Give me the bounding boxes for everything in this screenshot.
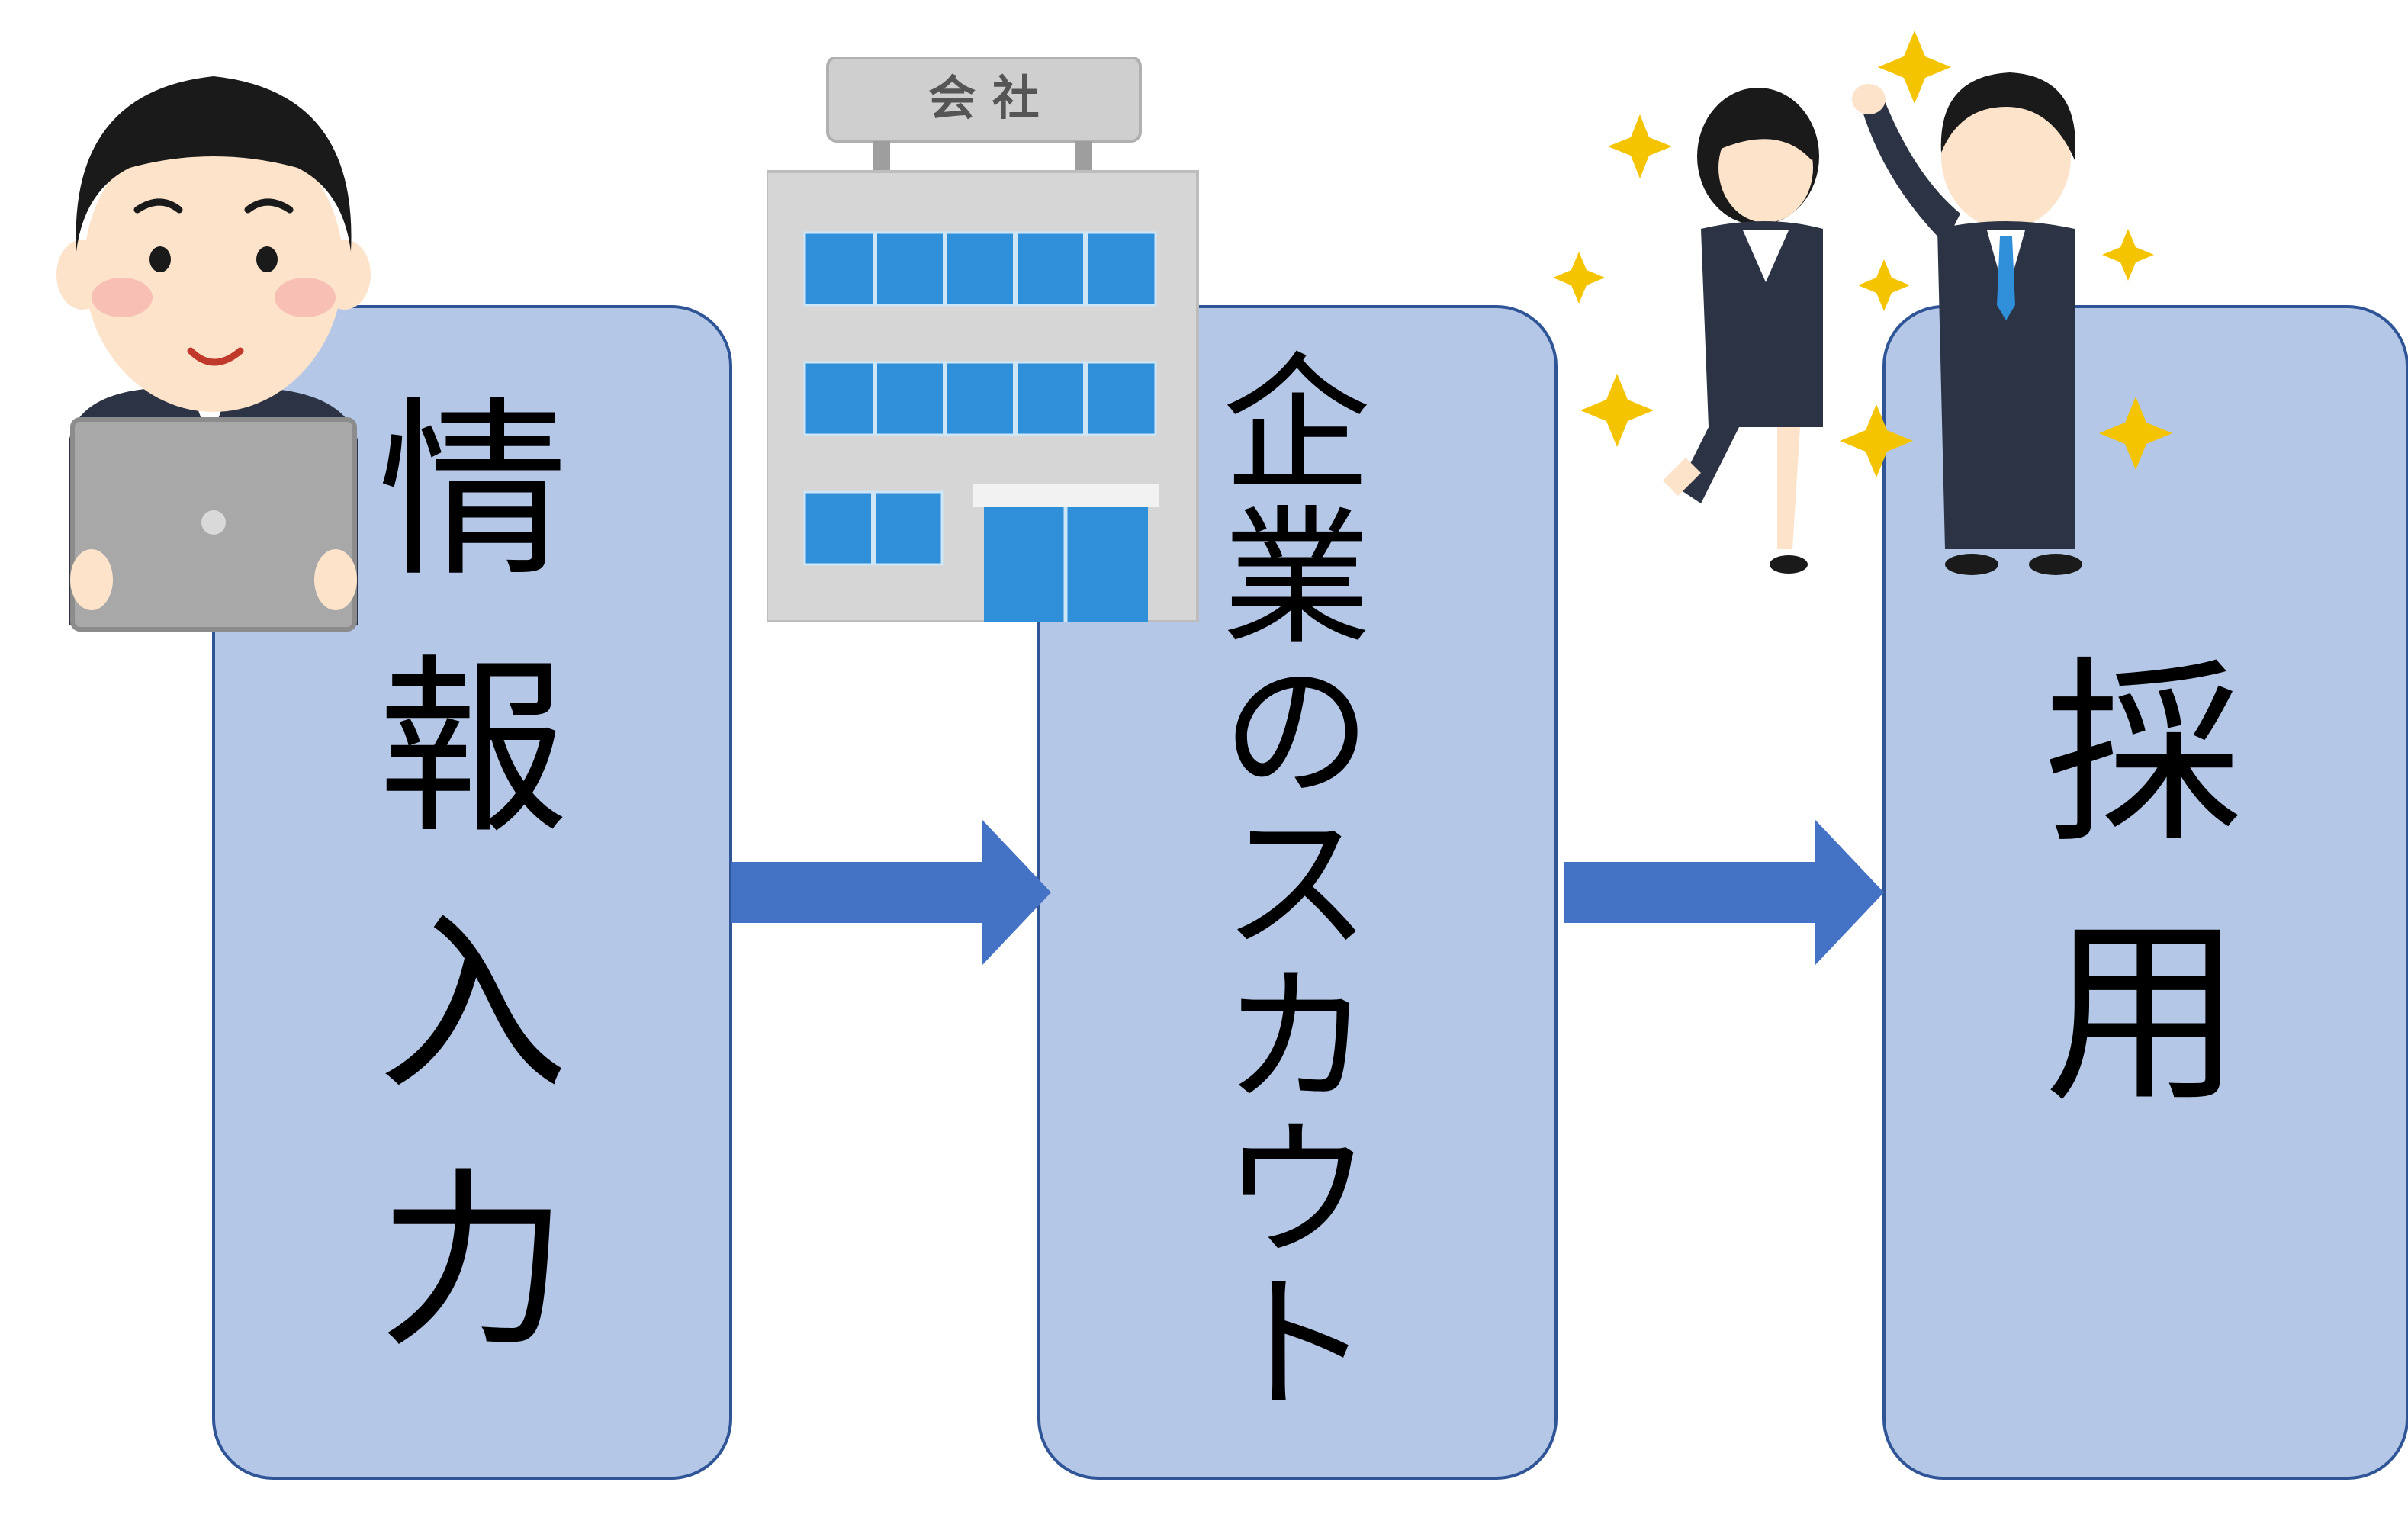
step-label-hiring: 採 用 [2029,656,2258,1114]
label-char: ス [1222,798,1371,972]
label-char: 報 [378,637,568,860]
label-char: 用 [2044,899,2242,1130]
man-with-laptop-illustration [56,76,371,632]
label-char: の [1222,645,1371,818]
label-char: 採 [2044,640,2242,870]
arrow-right-icon [1564,820,1884,965]
building-sign-text: 会 社 [928,70,1040,126]
label-char: ウ [1222,1104,1371,1278]
label-char: 企 [1222,339,1371,512]
step-label-info-input: 情 報 入 力 [366,397,580,1358]
label-char: 入 [378,894,568,1117]
label-char: 業 [1222,491,1371,665]
step-label-company-scout: 企 業 の ス カ ウ ト [1213,351,1381,1419]
label-char: ト [1222,1257,1371,1431]
company-building-illustration: 会 社 [767,57,1199,622]
label-char: 情 [378,381,568,603]
arrow-right-icon [731,820,1051,965]
celebrating-couple-illustration [1553,31,2172,575]
label-char: カ [1222,951,1371,1125]
label-char: 力 [378,1150,568,1373]
